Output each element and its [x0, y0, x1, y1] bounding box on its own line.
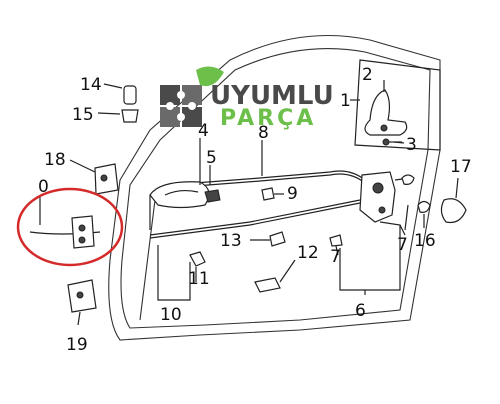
- part-12: [254, 277, 281, 293]
- callout-3: 3: [406, 135, 417, 155]
- callout-17: 17: [450, 157, 472, 177]
- callout-10: 10: [160, 305, 182, 325]
- callout-15: 15: [72, 105, 94, 125]
- callout-14: 14: [80, 75, 102, 95]
- brand-name-line1: UYUMLU: [210, 81, 334, 111]
- callout-8: 8: [258, 123, 269, 143]
- part-13: [269, 231, 286, 247]
- brand-logo: UYUMLU PARÇA: [160, 66, 334, 131]
- callout-16: 16: [414, 231, 436, 251]
- callout-0: 0: [38, 177, 49, 197]
- rod-lower: [149, 199, 361, 239]
- callout-labels: 1 2 3 4 5 8 9 13 11 10 12 7 7 6 16 17 14…: [38, 65, 472, 355]
- puzzle-logo-icon: [160, 66, 224, 127]
- part-2-bracket: [364, 89, 408, 136]
- callout-12: 12: [297, 243, 319, 263]
- part-16: [417, 200, 431, 228]
- callout-11: 11: [188, 269, 210, 289]
- regulator-panel: [354, 59, 441, 151]
- callout-9: 9: [287, 184, 298, 204]
- part-9: [261, 187, 282, 201]
- latch-assembly: [359, 171, 411, 223]
- rod-8: [194, 170, 366, 187]
- callout-6: 6: [355, 301, 366, 321]
- callout-1: 1: [340, 91, 351, 111]
- part-7-clip: [329, 174, 415, 247]
- callout-5: 5: [206, 148, 217, 168]
- callout-7-right: 7: [397, 235, 408, 255]
- callout-7-left: 7: [330, 247, 341, 267]
- callout-2: 2: [362, 65, 373, 85]
- part-11: [189, 251, 206, 267]
- callout-19: 19: [66, 335, 88, 355]
- inside-handle: [149, 181, 221, 230]
- leader-lines: [157, 80, 409, 301]
- part-17: [440, 177, 467, 224]
- part-18-hinge: [69, 159, 119, 195]
- highlight-circle: [16, 187, 124, 267]
- callout-18: 18: [44, 150, 66, 170]
- part-15: [97, 109, 139, 123]
- callout-4: 4: [198, 121, 209, 141]
- brand-name-line2: PARÇA: [220, 106, 316, 131]
- part-0-door-check: [29, 195, 101, 249]
- part-19-hinge: [67, 279, 97, 326]
- callout-13: 13: [220, 231, 242, 251]
- part-14: [103, 83, 137, 105]
